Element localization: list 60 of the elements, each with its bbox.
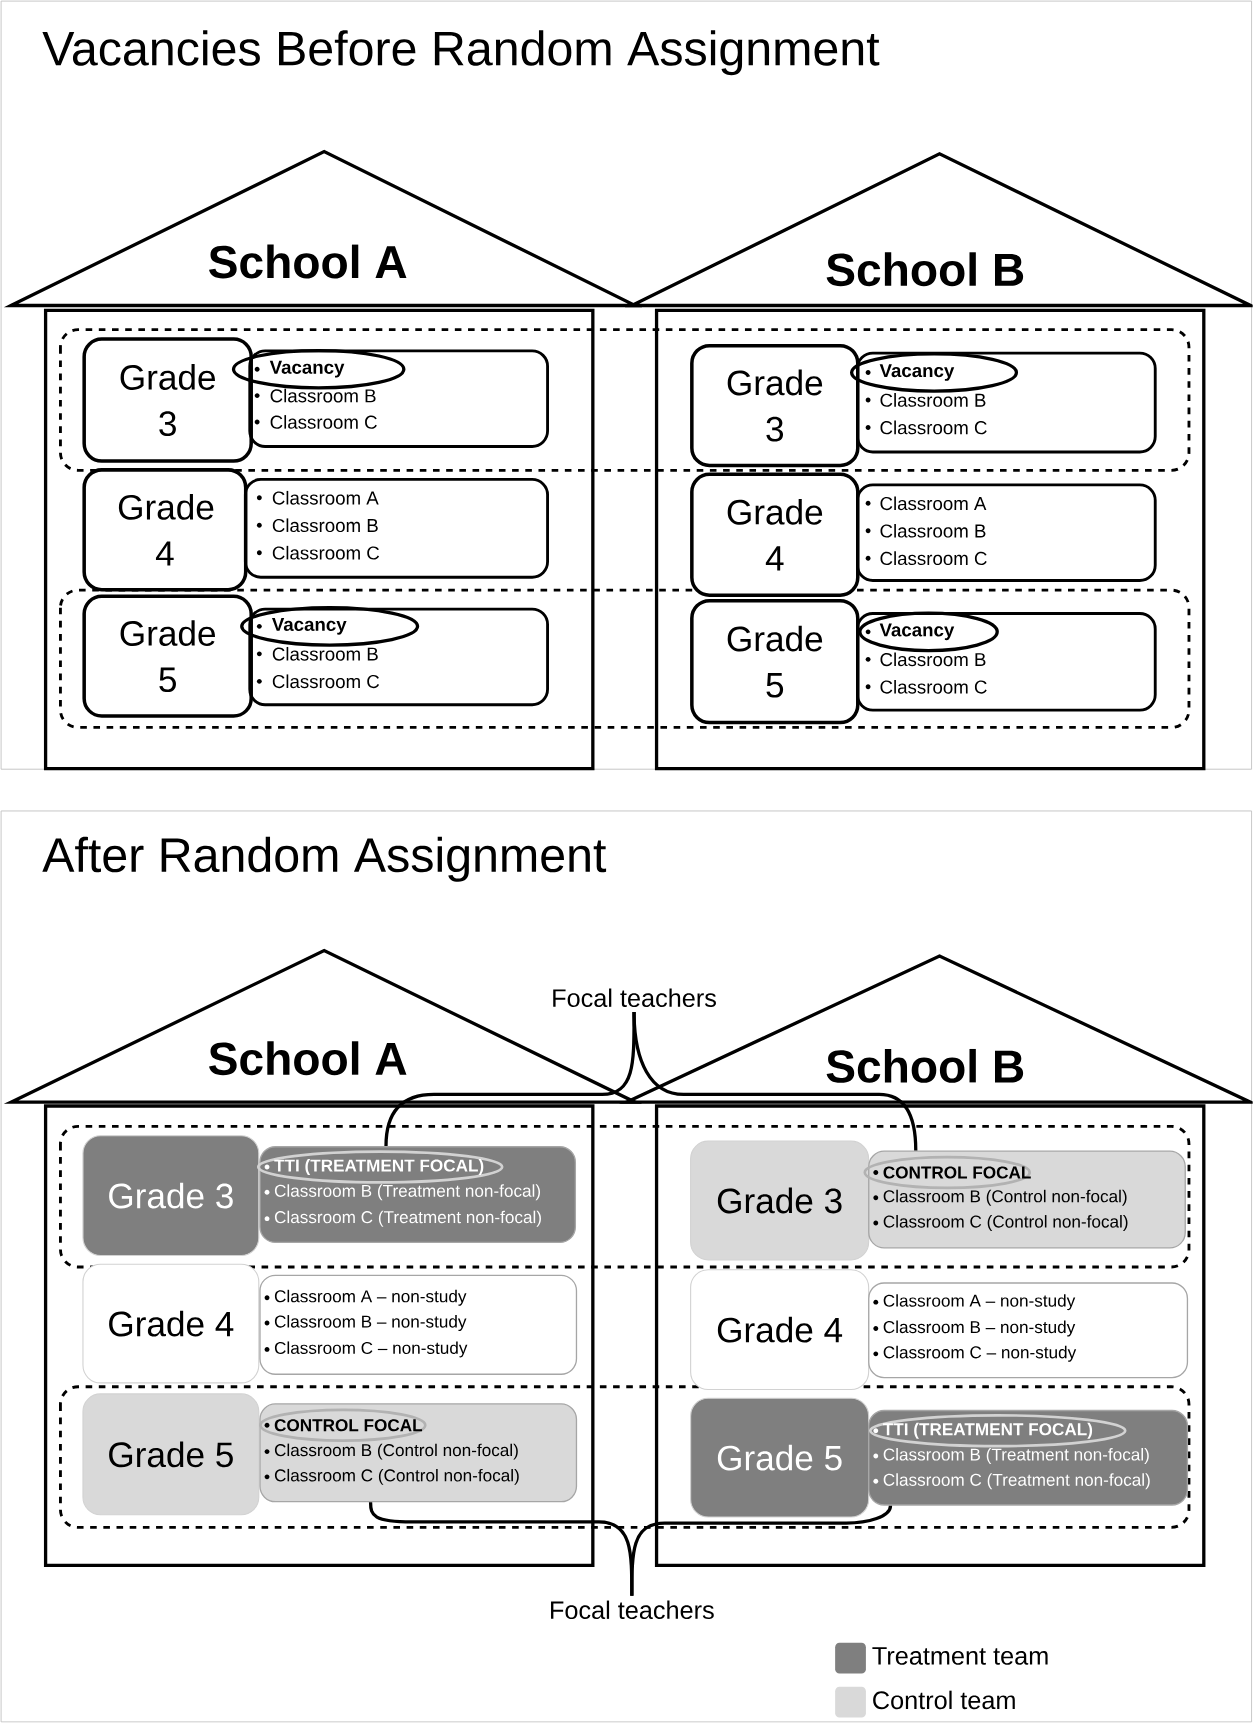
brace-line <box>632 1011 918 1151</box>
callout-text: Focal teachers <box>553 988 717 1008</box>
list-item: TTI (TREATMENT FOCAL) <box>873 1422 1093 1439</box>
list-item: Classroom C <box>865 679 987 694</box>
grade-box: Grade 3 <box>690 343 860 468</box>
legend-label: Control team <box>873 1690 1015 1710</box>
list-item: Classroom C <box>257 674 380 689</box>
grade-box: Grade 5 <box>82 1393 260 1516</box>
list-item: Classroom C – non-study <box>873 1345 1077 1362</box>
brace-line <box>630 1505 893 1596</box>
list-item: Classroom A <box>257 490 379 505</box>
heading: After Random Assignment <box>42 836 607 882</box>
list-item: Classroom A – non-study <box>873 1294 1076 1311</box>
grade-box: Grade 4 <box>690 1269 870 1391</box>
list-item: Classroom B <box>865 523 986 538</box>
list-item: Classroom B <box>257 646 378 661</box>
grade-box: Grade 3 <box>82 1135 260 1256</box>
grade-box: Grade 5 <box>690 1397 870 1518</box>
list-item: Vacancy <box>865 364 955 381</box>
list-item: Vacancy <box>254 360 345 378</box>
grade-box: Grade 3 <box>82 337 254 463</box>
list-item: Classroom B <box>865 393 986 407</box>
list-item: Classroom C <box>257 545 380 560</box>
list-item: CONTROL FOCAL <box>264 1419 423 1432</box>
list-item: Classroom B (Treatment non-focal) <box>264 1184 541 1201</box>
grade-box: Grade 5 <box>690 598 860 725</box>
list-item: Classroom C (Treatment non-focal) <box>873 1473 1150 1490</box>
list-item: Classroom C <box>865 551 987 566</box>
list-item: Classroom C (Treatment non-focal) <box>264 1210 542 1227</box>
list-item: Classroom C <box>865 420 987 435</box>
list-item: Classroom A <box>865 496 987 511</box>
list-item: Classroom B (Treatment non-focal) <box>873 1448 1149 1464</box>
list-item: Classroom B <box>257 518 378 533</box>
list-item: Classroom C – non-study <box>264 1341 468 1358</box>
list-item: Classroom B <box>865 652 986 667</box>
list-item: Classroom C (Control non-focal) <box>264 1468 519 1485</box>
school-name: School A <box>209 244 407 279</box>
grade-box: Grade 4 <box>82 1263 260 1384</box>
callout-text: Focal teachers <box>551 1600 714 1620</box>
list-item: Classroom C <box>254 415 378 429</box>
grade-box: Grade 4 <box>690 472 860 597</box>
list-item: Classroom B <box>254 388 376 403</box>
school-name: School A <box>209 1041 407 1076</box>
list-item: CONTROL FOCAL <box>873 1166 1031 1179</box>
list-item: Classroom C (Control non-focal) <box>873 1215 1128 1231</box>
list-item: Classroom B – non-study <box>264 1315 467 1331</box>
grade-box: Grade 5 <box>82 594 254 718</box>
list-item: Classroom B (Control non-focal) <box>873 1189 1127 1206</box>
list-item: Classroom B (Control non-focal) <box>264 1443 518 1460</box>
heading: Vacancies Before Random Assignment <box>42 30 880 76</box>
grade-box: Grade 3 <box>690 1140 870 1261</box>
list-item: Vacancy <box>865 623 955 641</box>
grade-box: Grade 4 <box>82 468 248 592</box>
list-item: Vacancy <box>257 618 347 635</box>
list-item: TTI (TREATMENT FOCAL) <box>264 1159 484 1175</box>
legend-label: Treatment team <box>872 1647 1048 1665</box>
list-item: Classroom A – non-study <box>264 1289 467 1306</box>
school-name: School B <box>826 252 1024 287</box>
school-name: School B <box>826 1048 1024 1083</box>
list-item: Classroom B – non-study <box>873 1320 1076 1337</box>
